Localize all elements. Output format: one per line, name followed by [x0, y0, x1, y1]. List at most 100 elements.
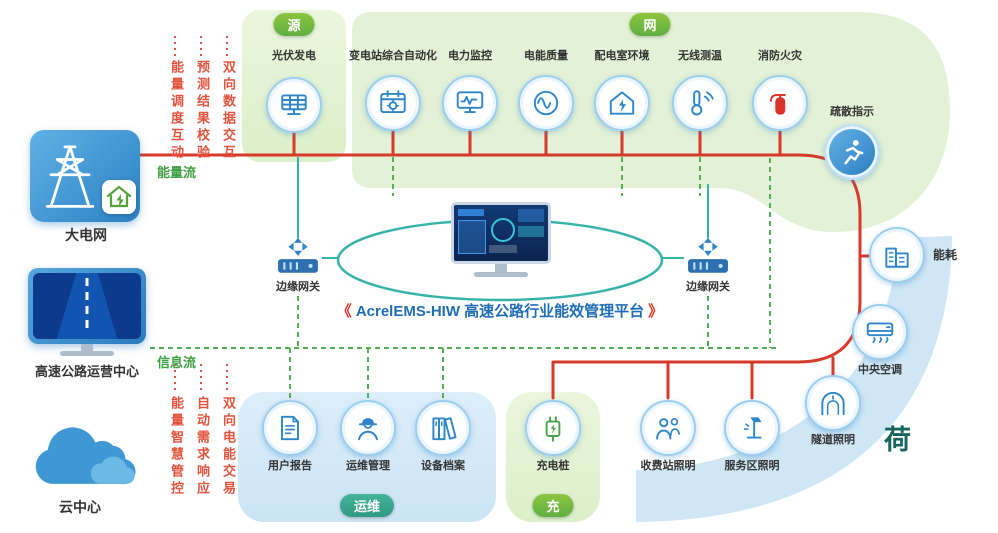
power-quality-label: 电能质量 — [524, 50, 568, 62]
badge-charge: 充 — [532, 494, 574, 517]
power-grid-tile — [30, 130, 140, 222]
om-management-label: 运维管理 — [346, 460, 390, 472]
vtext-demand-response: 自动需求响应 — [195, 396, 210, 498]
om-management-icon — [357, 418, 379, 441]
service-area-lighting-icon — [743, 417, 762, 439]
info-flow-label: 信息流 — [157, 355, 197, 370]
ops-monitor-base — [60, 351, 114, 356]
substation-label: 变电站综合自动化 — [349, 50, 437, 62]
cloud-icon — [35, 427, 136, 485]
edge-gateway-right-label: 边缘网关 — [686, 281, 730, 293]
central-ac-icon — [866, 322, 894, 344]
cloud-center-label: 云中心 — [59, 499, 101, 515]
transmission-tower-icon — [45, 145, 95, 208]
service-area-lighting-label: 服务区照明 — [724, 460, 780, 472]
ops-monitor-frame — [28, 268, 146, 344]
charging-pile-icon — [545, 416, 561, 442]
tunnel-lighting-node — [805, 375, 861, 431]
platform-title: 《AcrelEMS-HIW 高速公路行业能效管理平台》 — [337, 300, 663, 321]
charging-pile-node — [525, 400, 581, 456]
badge-load: 荷 — [884, 425, 911, 455]
screen-gauge — [491, 218, 515, 242]
vtext-bidirectional-data: 双向数据交互 — [221, 60, 236, 162]
ops-center-tile — [28, 268, 146, 360]
equipment-archive-node — [415, 400, 471, 456]
dotted-leaders — [174, 36, 228, 390]
power-monitoring-icon — [456, 91, 484, 114]
fire-safety-label: 消防火灾 — [758, 50, 802, 62]
ops-center-label: 高速公路运营中心 — [34, 364, 139, 379]
edge-gateway-left-label: 边缘网关 — [276, 281, 320, 293]
charging-pile-label: 充电桩 — [536, 460, 570, 472]
wireless-temp-node — [672, 75, 728, 131]
toll-lighting-label: 收费站照明 — [640, 460, 696, 472]
equipment-archive-icon — [432, 417, 457, 441]
edge-gateway-right-icon — [688, 237, 728, 273]
power-quality-node — [518, 75, 574, 131]
wireless-temp-icon — [691, 90, 714, 116]
user-report-icon — [281, 415, 299, 441]
vtext-energy-trade: 双向电能交易 — [221, 396, 236, 498]
badge-om: 运维 — [339, 494, 395, 517]
user-report-node — [262, 400, 318, 456]
title-bracket-right: 》 — [648, 303, 664, 320]
ops-monitor-screen — [33, 273, 141, 339]
energy-consumption-node — [869, 227, 925, 283]
central-ac-label: 中央空调 — [858, 364, 902, 376]
central-ac-node — [852, 304, 908, 360]
evacuation-sign-icon — [844, 140, 864, 165]
power-monitoring-label: 电力监控 — [448, 50, 492, 62]
user-report-label: 用户报告 — [268, 460, 312, 472]
vtext-smart-energy: 能量智慧管控 — [169, 396, 184, 498]
tunnel-lighting-label: 隧道照明 — [811, 434, 855, 446]
energy-flow-label: 能量流 — [157, 165, 197, 180]
screen-panel-right2 — [518, 226, 544, 237]
equipment-archive-label: 设备档案 — [421, 460, 465, 472]
energy-consumption-label: 能耗 — [932, 248, 957, 262]
title-text: AcrelEMS-HIW 高速公路行业能效管理平台 — [355, 303, 645, 320]
grid-band — [352, 12, 950, 232]
house-bolt-icon — [106, 185, 132, 208]
power-monitoring-node — [442, 75, 498, 131]
power-grid-label: 大电网 — [65, 227, 107, 243]
toll-lighting-node — [640, 400, 696, 456]
solar-panel-icon — [281, 94, 307, 116]
center-monitor — [451, 202, 551, 282]
pv-node — [266, 77, 322, 133]
edge-gateway-left-icon — [278, 237, 318, 273]
substation-automation-icon — [380, 90, 406, 114]
distribution-env-node — [594, 75, 650, 131]
info-flow-lines — [150, 157, 778, 398]
pv-label: 光伏发电 — [272, 50, 316, 62]
evacuation-label: 疏散指示 — [830, 106, 874, 118]
distribution-env-label: 配电室环境 — [594, 50, 650, 62]
center-monitor-stand — [495, 264, 507, 272]
energy-flow-lines — [138, 129, 870, 400]
fire-extinguisher-icon — [769, 94, 786, 115]
toll-station-lighting-icon — [656, 418, 681, 440]
wireless-temp-label: 无线测温 — [678, 50, 722, 62]
link-lines — [297, 157, 709, 259]
grid-house-badge — [102, 180, 136, 214]
service-area-lighting-node — [724, 400, 780, 456]
center-monitor-screen — [451, 202, 551, 264]
vtext-energy-dispatch: 能量调度互动 — [169, 60, 184, 162]
title-bracket-left: 《 — [336, 303, 352, 320]
screen-panel-right — [518, 209, 544, 222]
distribution-room-env-icon — [609, 91, 635, 115]
screen-strip — [489, 245, 517, 253]
power-quality-icon — [533, 90, 559, 116]
screen-bar — [458, 209, 484, 216]
om-management-node — [340, 400, 396, 456]
energy-consumption-icon — [885, 247, 909, 268]
center-monitor-base — [474, 272, 528, 277]
substation-node — [365, 75, 421, 131]
badge-source: 源 — [273, 13, 315, 36]
ops-monitor-stand — [81, 344, 93, 351]
screen-panel — [458, 220, 486, 254]
evacuation-node — [824, 124, 880, 180]
vtext-forecast-check: 预测结果校验 — [195, 60, 210, 162]
badge-grid: 网 — [629, 13, 671, 36]
fire-safety-node — [752, 75, 808, 131]
